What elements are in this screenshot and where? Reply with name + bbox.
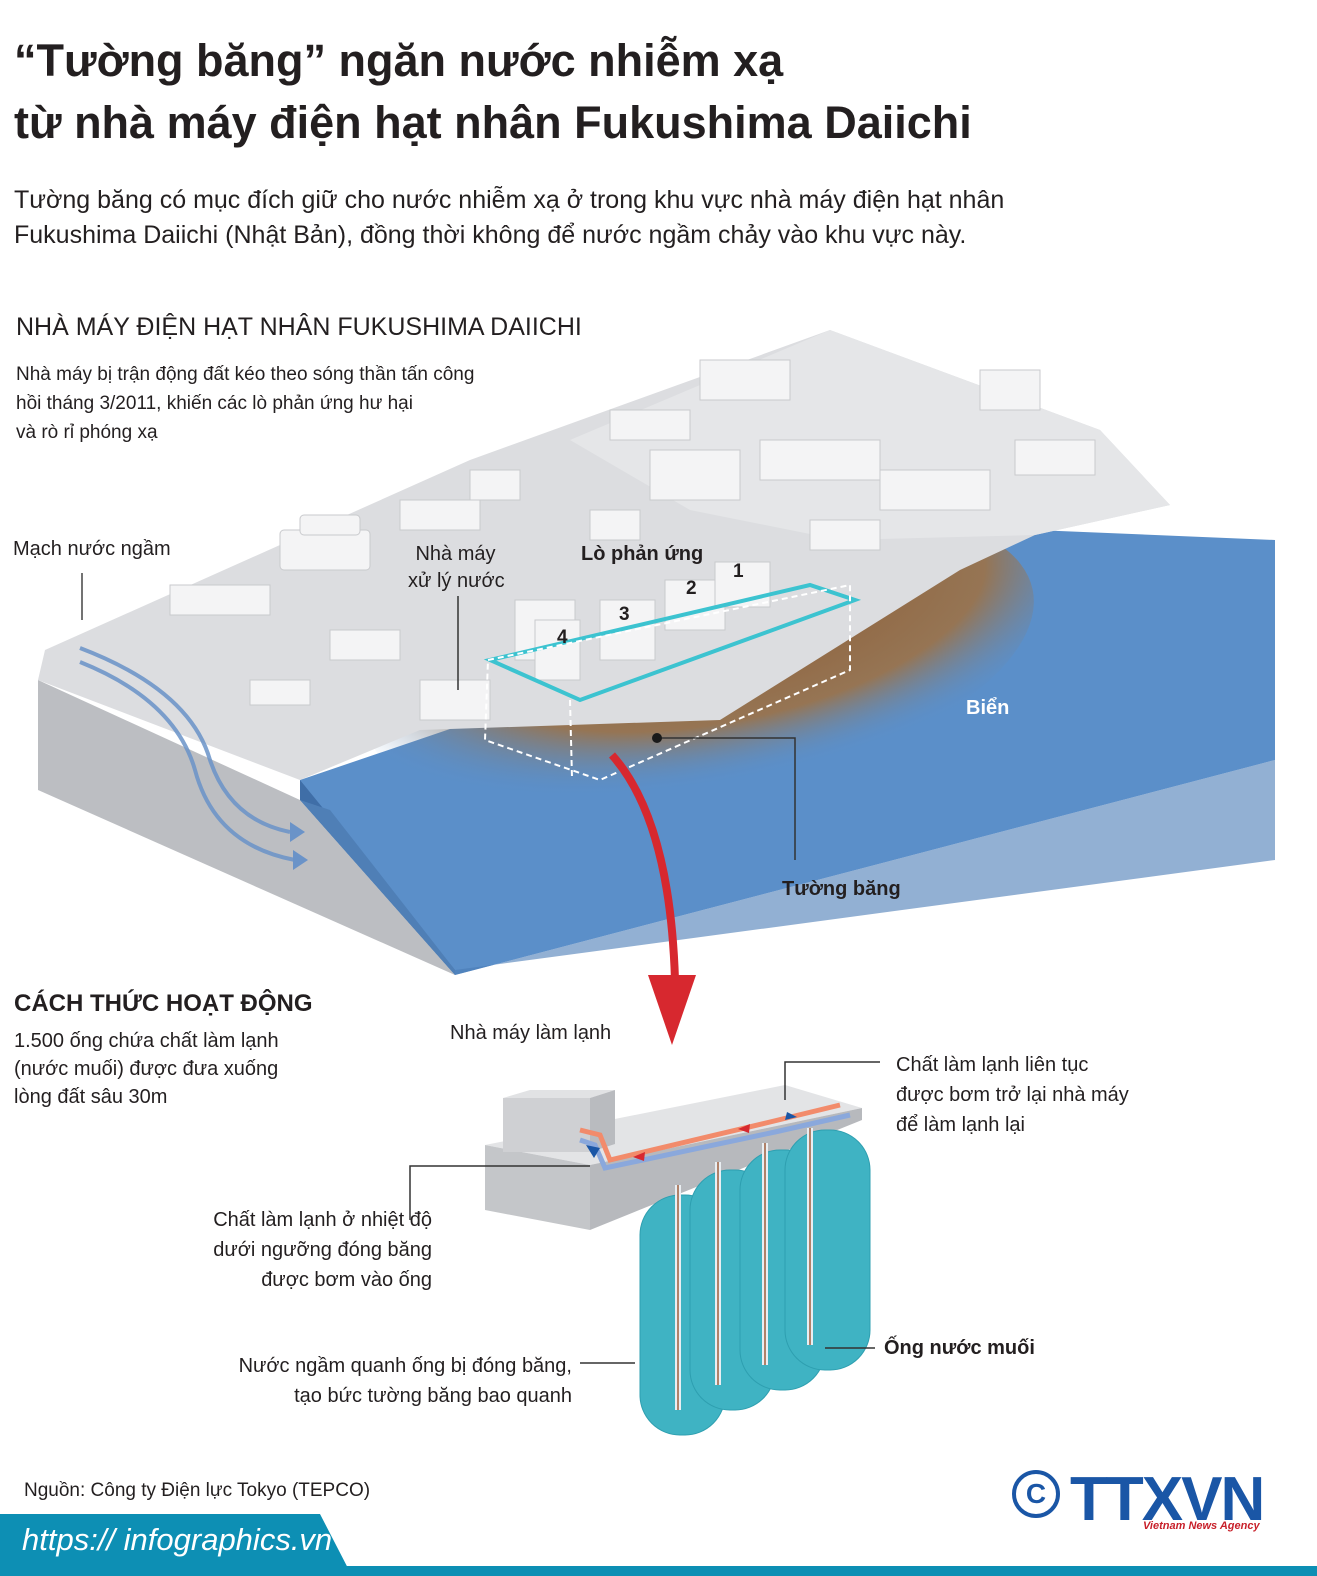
- sea-label: Biển: [966, 697, 1010, 719]
- ice-wall-leader-line: [657, 737, 796, 860]
- intro-text: Tường băng có mục đích giữ cho nước nhiễ…: [14, 183, 1304, 253]
- treatment-plant-label: Nhà máy xử lý nước: [408, 541, 505, 595]
- detail-arrow-head-icon: [648, 975, 696, 1045]
- sea-front: [455, 760, 1275, 975]
- inject-label-line-3: được bơm vào ống: [261, 1269, 432, 1291]
- groundwater-arrowheads: [290, 822, 308, 870]
- brine-pipe-cores: [677, 1128, 811, 1410]
- plant-description: Nhà máy bị trận động đất kéo theo sóng t…: [16, 360, 474, 447]
- how-description: 1.500 ống chứa chất làm lạnh (nước muối)…: [14, 1027, 279, 1111]
- footer-tab: [0, 1514, 352, 1576]
- ice-columns: [639, 1129, 871, 1436]
- source-text: Nguồn: Công ty Điện lực Tokyo (TEPCO): [24, 1480, 371, 1501]
- ice-wall-outline: [483, 583, 851, 782]
- plant-desc-line-1: Nhà máy bị trận động đất kéo theo sóng t…: [16, 364, 475, 385]
- page-title: “Tường băng” ngăn nước nhiễm xạ từ nhà m…: [14, 30, 1304, 154]
- flow-arrow-icons: [586, 1112, 797, 1161]
- inject-coolant-label: Chất làm lạnh ở nhiệt độ dưới ngưỡng đón…: [120, 1205, 432, 1295]
- ice-wall-label: Tường băng: [782, 878, 901, 900]
- ice-wall-leader-dot: [652, 733, 662, 743]
- reactor-outline: [483, 582, 862, 703]
- coolant-supply-line: [579, 1112, 851, 1171]
- reactor-number-4: 4: [557, 627, 568, 648]
- reactor-number-3: 3: [619, 604, 630, 625]
- cooling-plant-label: Nhà máy làm lạnh: [450, 1022, 612, 1044]
- return-label-line-2: được bơm trở lại nhà máy: [896, 1084, 1129, 1106]
- ground-slab-side: [590, 1108, 862, 1230]
- how-heading: CÁCH THỨC HOẠT ĐỘNG: [14, 990, 313, 1017]
- inject-label-line-1: Chất làm lạnh ở nhiệt độ: [213, 1209, 432, 1231]
- freeze-pipe-diagram: [485, 1085, 871, 1436]
- website-link[interactable]: https:// infographics.vn: [22, 1522, 333, 1557]
- plant-heading: NHÀ MÁY ĐIỆN HẠT NHÂN FUKUSHIMA DAIICHI: [16, 313, 582, 341]
- reactor-number-1: 1: [733, 561, 744, 582]
- return-label-line-3: để làm lạnh lại: [896, 1114, 1025, 1136]
- plant-buildings: [169, 359, 1096, 721]
- land-front: [38, 680, 455, 975]
- plant-diagram: [38, 330, 1275, 981]
- freeze-label-line-2: tạo bức tường băng bao quanh: [294, 1385, 572, 1407]
- inject-label-line-2: dưới ngưỡng đóng băng: [213, 1239, 432, 1261]
- footer-strip: [0, 1566, 1317, 1576]
- intro-line-1: Tường băng có mục đích giữ cho nước nhiễ…: [14, 186, 1005, 214]
- title-line-1: “Tường băng” ngăn nước nhiễm xạ: [14, 35, 784, 86]
- how-desc-line-2: (nước muối) được đưa xuống: [14, 1058, 279, 1080]
- copyright-icon: C: [1012, 1470, 1060, 1518]
- detail-arrow-shaft: [609, 752, 679, 981]
- how-desc-line-1: 1.500 ống chứa chất làm lạnh: [14, 1030, 279, 1052]
- brine-pipe-label: Ống nước muối: [884, 1337, 1035, 1359]
- intro-line-2: Fukushima Daiichi (Nhật Bản), đồng thời …: [14, 221, 967, 249]
- reactor-label: Lò phản ứng: [581, 543, 704, 565]
- ttxvn-logo: TTXVN: [1070, 1465, 1265, 1534]
- plant-desc-line-3: và rò rỉ phóng xạ: [16, 422, 158, 443]
- return-coolant-label: Chất làm lạnh liên tục được bơm trở lại …: [896, 1050, 1129, 1140]
- reactor-number-2: 2: [686, 578, 697, 599]
- how-leader-lines: [409, 1061, 880, 1364]
- plant-desc-line-2: hồi tháng 3/2011, khiến các lò phản ứng …: [16, 393, 413, 414]
- freeze-label: Nước ngầm quanh ống bị đóng băng, tạo bứ…: [150, 1351, 572, 1411]
- ttxvn-logo-subtitle: Vietnam News Agency: [1143, 1520, 1260, 1532]
- treatment-label-line-1: Nhà máy: [415, 543, 496, 565]
- groundwater-flow-arrows: [79, 646, 296, 862]
- cooling-plant-building: [503, 1098, 590, 1152]
- title-line-2: từ nhà máy điện hạt nhân Fukushima Daiic…: [14, 97, 972, 148]
- how-desc-line-3: lòng đất sâu 30m: [14, 1086, 168, 1108]
- treatment-label-line-2: xử lý nước: [408, 570, 505, 592]
- return-label-line-1: Chất làm lạnh liên tục: [896, 1054, 1089, 1076]
- land-side-blue: [300, 800, 455, 975]
- freeze-label-line-1: Nước ngầm quanh ống bị đóng băng,: [238, 1355, 572, 1377]
- groundwater-label: Mạch nước ngầm: [13, 538, 171, 560]
